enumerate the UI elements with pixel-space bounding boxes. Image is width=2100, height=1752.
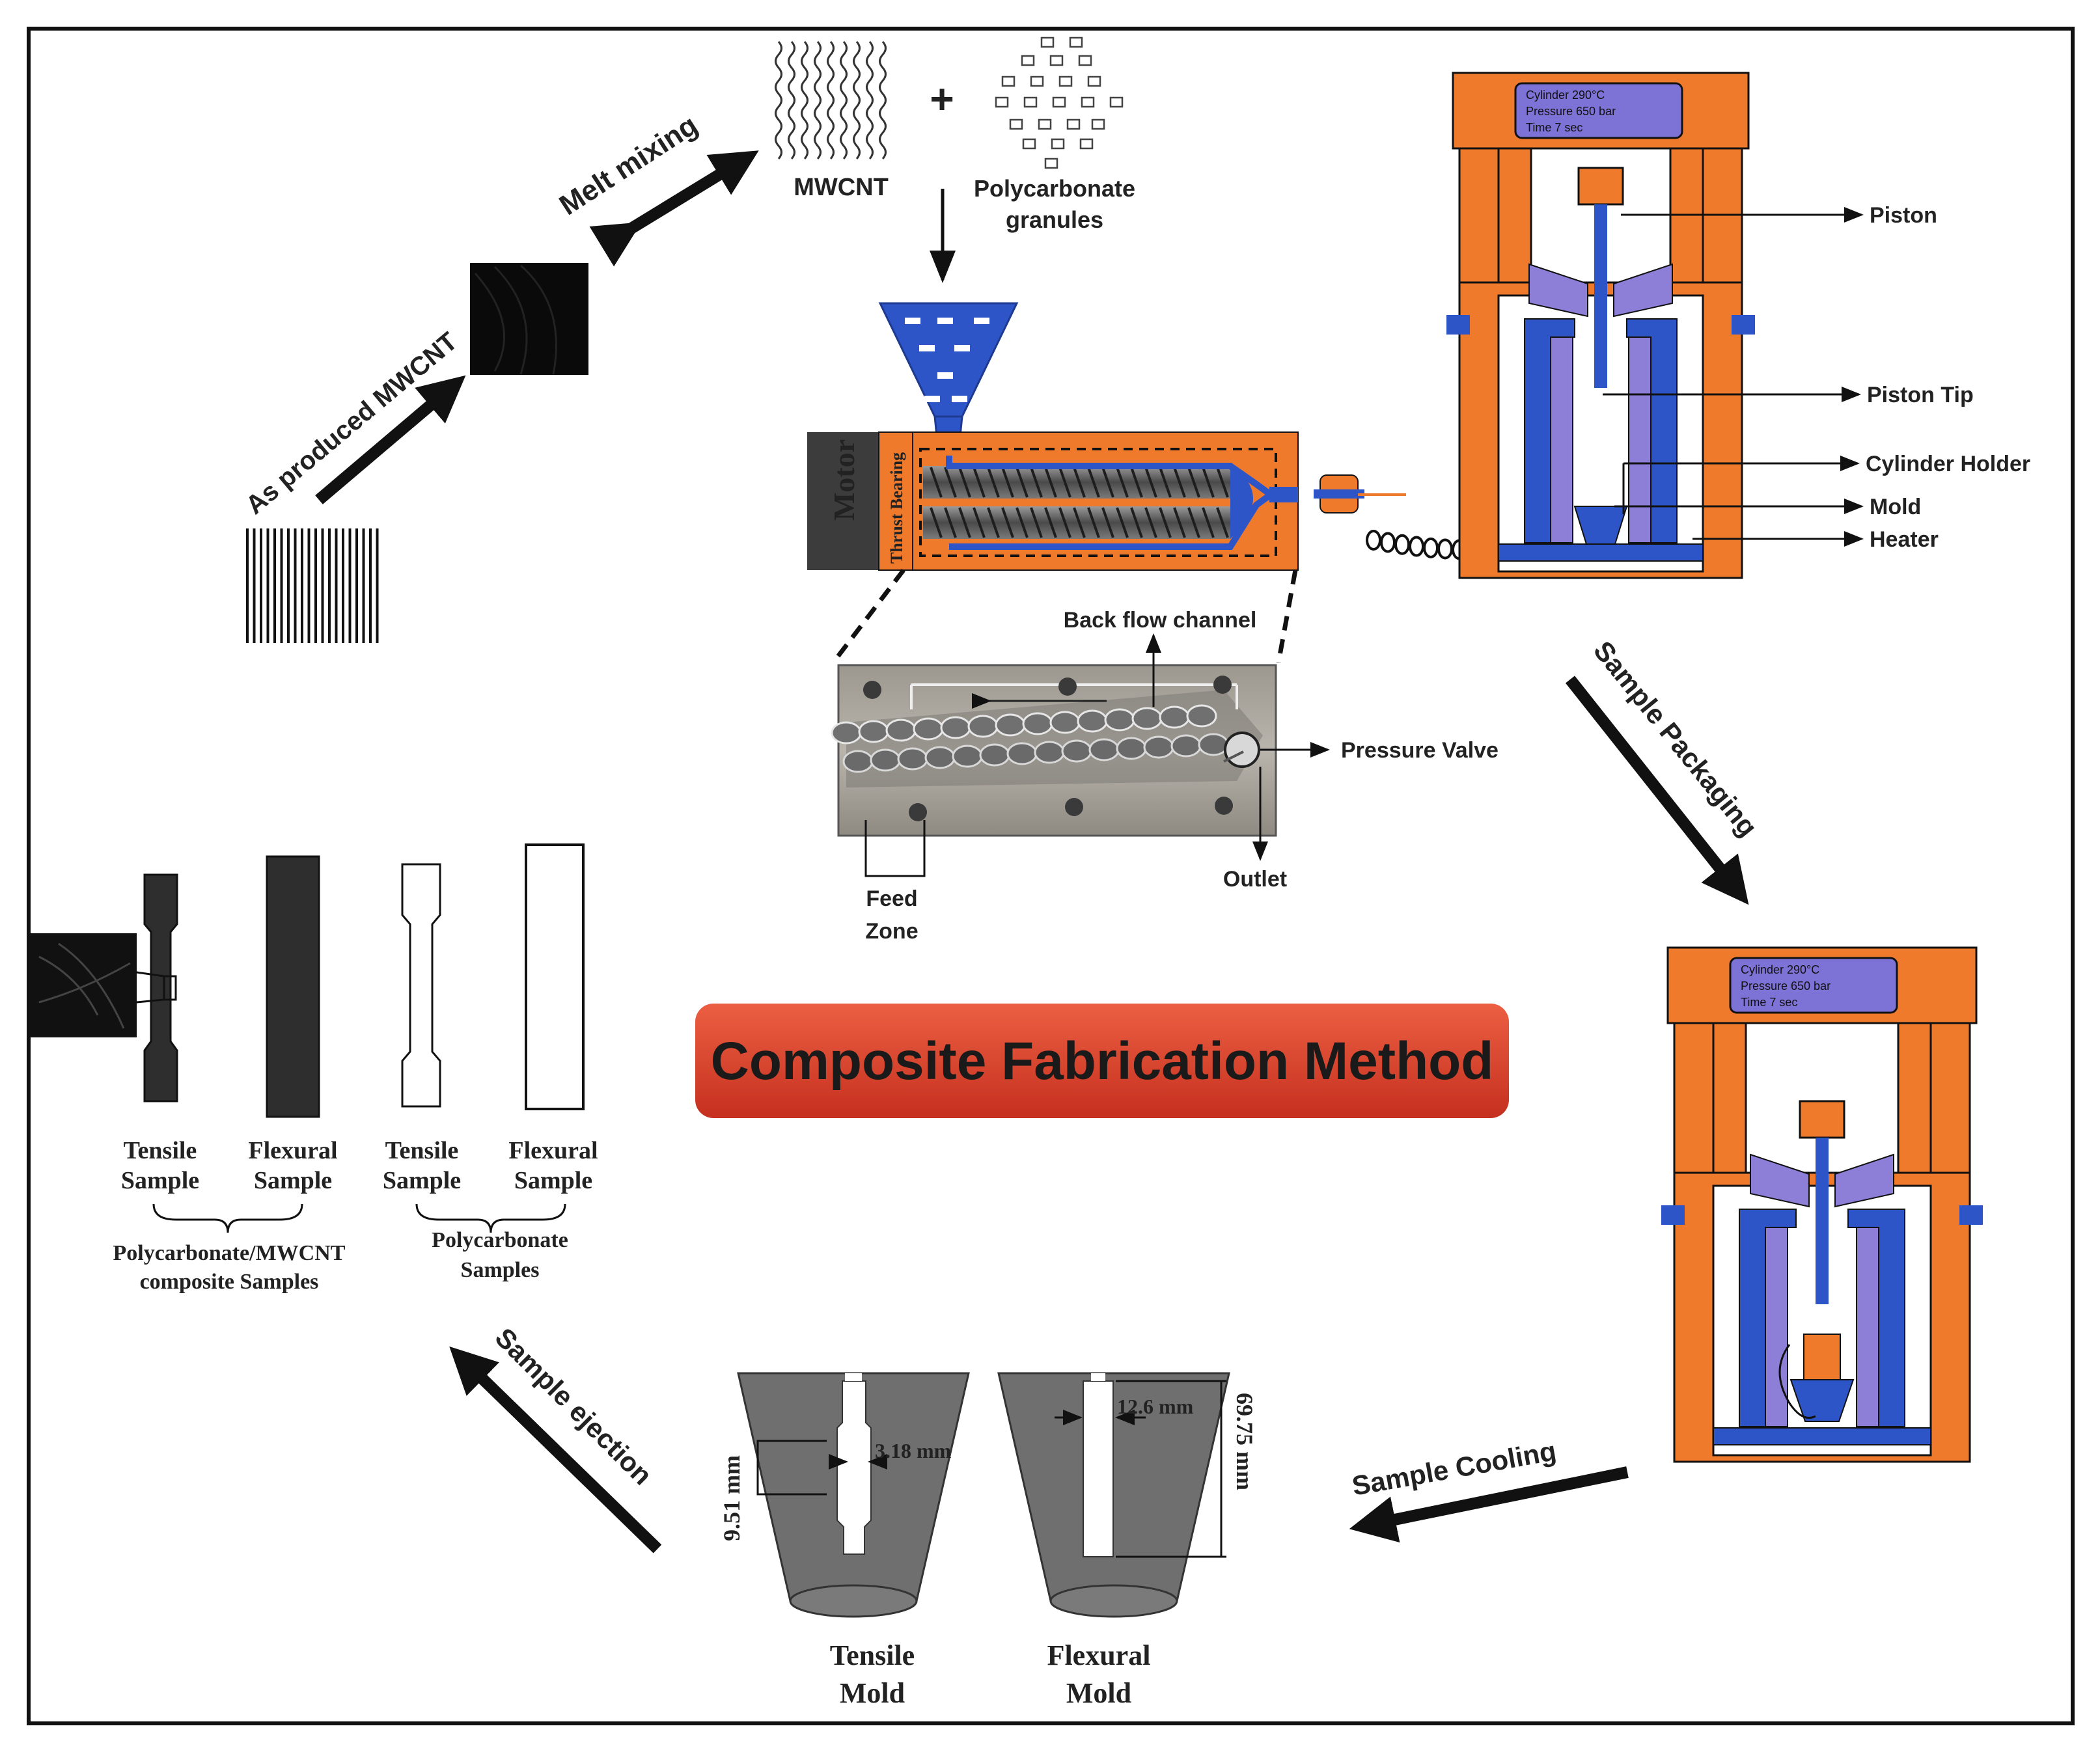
piston-tip-label: Piston Tip <box>1867 383 1974 407</box>
pc-group-label-1: Polycarbonate <box>432 1228 568 1252</box>
feed-zone-label-1: Feed <box>866 886 917 911</box>
outer-frame <box>27 27 2075 1725</box>
sample-cooling-arrow <box>1349 1466 1629 1543</box>
motor-label: Motor <box>827 439 861 521</box>
extruder-interior-photo <box>831 664 1277 837</box>
melt-mixing-arrow <box>589 150 759 267</box>
dim-69-75: 69.75 mm <box>1232 1393 1258 1490</box>
extruder: Motor Thrust Bearing <box>807 302 1596 571</box>
as-produced-label: As produced MWCNT <box>241 327 463 520</box>
svg-text:Cylinder 290°C: Cylinder 290°C <box>1741 963 1819 976</box>
flexural-mold-label-2: Mold <box>1066 1677 1131 1709</box>
svg-text:Time 7 sec: Time 7 sec <box>1526 121 1582 134</box>
pc-flexural-label-2: Sample <box>514 1167 592 1194</box>
svg-text:Pressure 650 bar: Pressure 650 bar <box>1526 105 1616 118</box>
polycarbonate-label-1: Polycarbonate <box>974 175 1135 202</box>
polycarbonate-label-2: granules <box>1006 206 1103 233</box>
composite-brace <box>152 1203 303 1233</box>
pc-tensile-label-1: Tensile <box>385 1137 459 1164</box>
sample-packaging-arrow <box>1565 676 1749 905</box>
heater-label: Heater <box>1870 527 1939 552</box>
outlet-label: Outlet <box>1223 867 1287 892</box>
motor-block <box>807 432 879 570</box>
sample-ejection-arrow <box>449 1346 662 1554</box>
zoom-line-left <box>831 568 905 664</box>
mwcnt-black-square <box>470 263 588 375</box>
as-produced-arrow <box>315 375 466 504</box>
svg-text:Time 7 sec: Time 7 sec <box>1741 996 1797 1009</box>
mwcnt-strands <box>775 40 887 160</box>
title-text: Composite Fabrication Method <box>711 1032 1494 1091</box>
cylinder-holder-label: Cylinder Holder <box>1866 452 2030 476</box>
composite-group-label-1: Polycarbonate/MWCNT <box>113 1241 346 1265</box>
thrust-bearing-label: Thrust Bearing <box>887 452 906 564</box>
tensile-mold <box>737 1372 970 1618</box>
composite-tensile-label-2: Sample <box>121 1167 199 1194</box>
composite-group-label-2: composite Samples <box>140 1270 319 1294</box>
svg-text:Pressure 650 bar: Pressure 650 bar <box>1741 979 1831 992</box>
mwcnt-label: MWCNT <box>794 174 889 201</box>
pressure-valve-label: Pressure Valve <box>1341 738 1499 763</box>
flexural-mold <box>997 1372 1230 1618</box>
plus-sign: + <box>930 75 954 122</box>
mold-label: Mold <box>1870 495 1921 519</box>
piston-label: Piston <box>1870 203 1937 228</box>
pc-brace <box>415 1203 566 1233</box>
polycarbonate-samples <box>401 843 585 1110</box>
composite-flexural-label-2: Sample <box>254 1167 332 1194</box>
title-badge: Composite Fabrication Method <box>695 1004 1509 1118</box>
svg-text:Cylinder 290°C: Cylinder 290°C <box>1526 89 1605 102</box>
tensile-mold-label-2: Mold <box>840 1677 905 1709</box>
as-produced-mwcnt-lines <box>246 528 379 643</box>
polycarbonate-granules <box>995 36 1124 169</box>
pc-group-label-2: Samples <box>461 1258 540 1282</box>
zoom-line-right <box>1276 569 1298 663</box>
pc-flexural-label-1: Flexural <box>508 1137 598 1164</box>
dim-12-6: 12.6 mm <box>1117 1395 1194 1418</box>
composite-flexural-label-1: Flexural <box>248 1137 337 1164</box>
pc-tensile-label-2: Sample <box>383 1167 461 1194</box>
feed-zone-label-2: Zone <box>865 919 918 944</box>
flexural-mold-label-1: Flexural <box>1047 1639 1151 1671</box>
back-flow-channel-label: Back flow channel <box>1064 608 1257 633</box>
tensile-mold-label-1: Tensile <box>830 1639 915 1671</box>
dim-9-51: 9.51 mm <box>719 1455 745 1541</box>
composite-tensile-label-1: Tensile <box>124 1137 197 1164</box>
dim-3-18: 3.18 mm <box>875 1439 952 1462</box>
composite-samples <box>29 855 320 1118</box>
